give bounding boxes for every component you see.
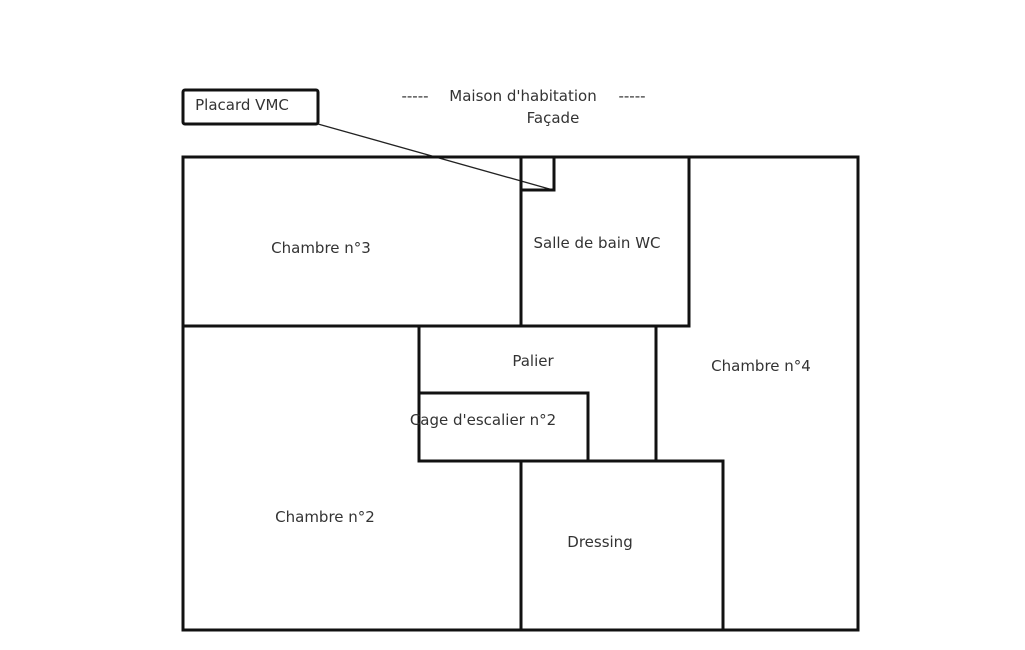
room-dressing: Dressing [567,533,633,551]
room-palier: Palier [512,352,554,370]
room-chambre-3: Chambre n°3 [271,239,371,257]
plan-subtitle: Façade [526,109,580,127]
title-dashes-right: ----- [618,87,646,105]
placard-vmc-label: Placard VMC [195,96,289,114]
room-chambre-2: Chambre n°2 [275,508,375,526]
placard-vmc-callout-box [181,88,320,126]
title-dashes-left: ----- [401,87,429,105]
plan-title: Maison d'habitation [449,87,597,105]
room-chambre-4: Chambre n°4 [711,357,811,375]
room-salle-de-bain: Salle de bain WC [533,234,661,252]
room-cage-escalier: Cage d'escalier n°2 [409,411,557,429]
interior-walls [181,155,725,632]
